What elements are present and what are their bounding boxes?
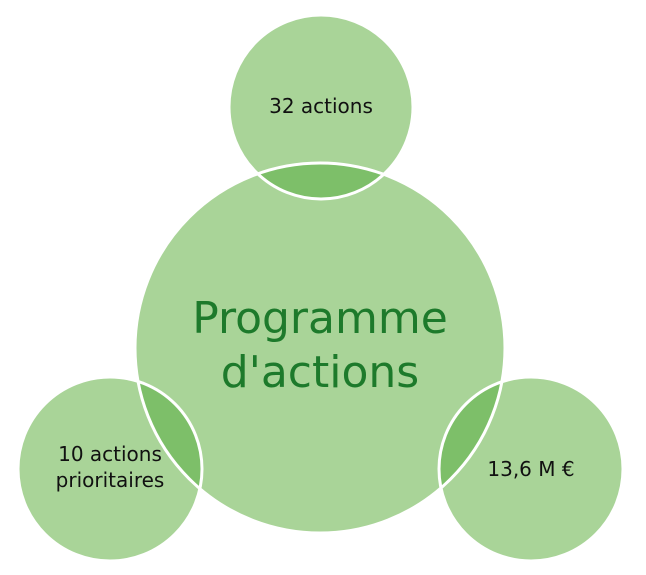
center-title-line-2: d'actions	[220, 347, 420, 398]
center-title: Programme d'actions	[140, 292, 500, 400]
left-circle-label-line-1: 10 actions	[58, 442, 162, 466]
left-circle-label: 10 actions prioritaires	[20, 441, 200, 493]
top-circle-outline	[227, 13, 415, 201]
top-circle	[229, 15, 413, 199]
center-circle-outline	[133, 161, 507, 535]
center-circle	[135, 163, 505, 533]
top-circle-label: 32 actions	[269, 94, 373, 118]
center-title-line-1: Programme	[192, 293, 448, 344]
left-circle-label-line-2: prioritaires	[55, 468, 165, 492]
right-circle-label: 13,6 M €	[487, 457, 575, 481]
right-circle-outline	[437, 375, 625, 563]
left-circle-outline	[16, 375, 204, 563]
